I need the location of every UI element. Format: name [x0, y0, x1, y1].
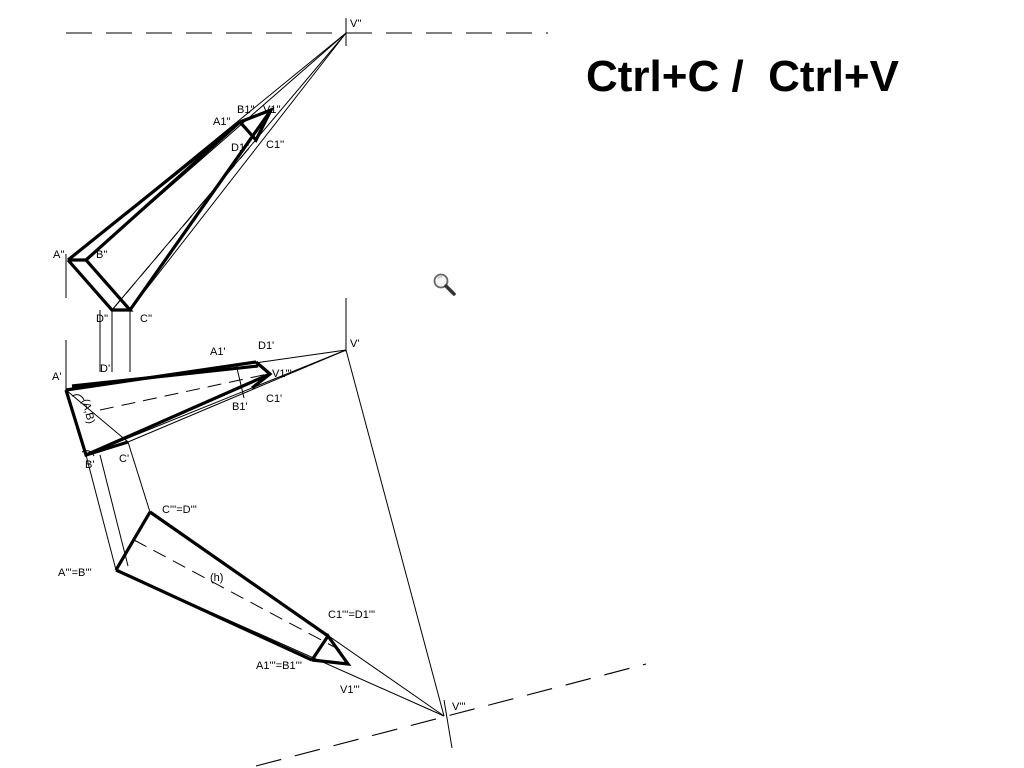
top-aux — [310, 633, 352, 666]
base-abcd-front — [66, 258, 134, 312]
label-a13b13: A1'''=B1''' — [256, 660, 302, 672]
top-a1b1c1d1-front — [238, 107, 275, 143]
auxiliary-view — [85, 349, 647, 767]
label-v3: V''' — [452, 701, 466, 713]
label-a2: A'' — [53, 249, 65, 261]
top-plan — [251, 360, 273, 390]
v3-tick — [443, 699, 453, 749]
label-v13: V1''' — [340, 684, 360, 696]
axis-line-bottom — [255, 663, 647, 767]
label-a1p: A1' — [210, 346, 226, 358]
label-c2: C'' — [140, 313, 152, 325]
label-cp: C' — [119, 453, 129, 465]
label-d1-2: D1'' — [231, 142, 249, 154]
label-ab: (A,B) — [79, 398, 97, 425]
horizontal-view — [64, 298, 347, 458]
label-dp: D' — [100, 363, 110, 375]
label-ap: A' — [52, 371, 61, 383]
slide-title: Ctrl+C / Ctrl+V — [586, 52, 899, 101]
label-b1p: B1' — [232, 401, 248, 413]
label-v1-1: V1''' — [272, 368, 292, 380]
label-c3d3: C'''=D''' — [162, 504, 197, 516]
label-a3b3: A'''=B''' — [58, 567, 92, 579]
label-v1p: V' — [350, 338, 359, 350]
label-bp: B' — [85, 459, 94, 471]
base-plan — [64, 389, 129, 458]
label-d1p: D1' — [258, 340, 274, 352]
magnifier-icon[interactable] — [432, 272, 458, 298]
label-b2: B'' — [96, 249, 108, 261]
frontal-view — [65, 18, 548, 312]
label-c1-2: C1'' — [266, 139, 284, 151]
label-c1p: C1' — [266, 393, 282, 405]
label-h: (h) — [210, 572, 223, 584]
label-v2: V'' — [350, 18, 362, 30]
label-a1-2: A1'' — [213, 116, 231, 128]
label-v1-2: V1'' — [263, 104, 281, 116]
label-d2: D'' — [96, 313, 108, 325]
label-b1-2: B1'' — [237, 104, 255, 116]
base-aux — [114, 511, 152, 571]
label-c13d13: C1'''=D1''' — [328, 609, 375, 621]
vertex-labels: V'' B1'' V1'' A1'' D1'' C1'' A'' B'' D''… — [52, 18, 466, 713]
